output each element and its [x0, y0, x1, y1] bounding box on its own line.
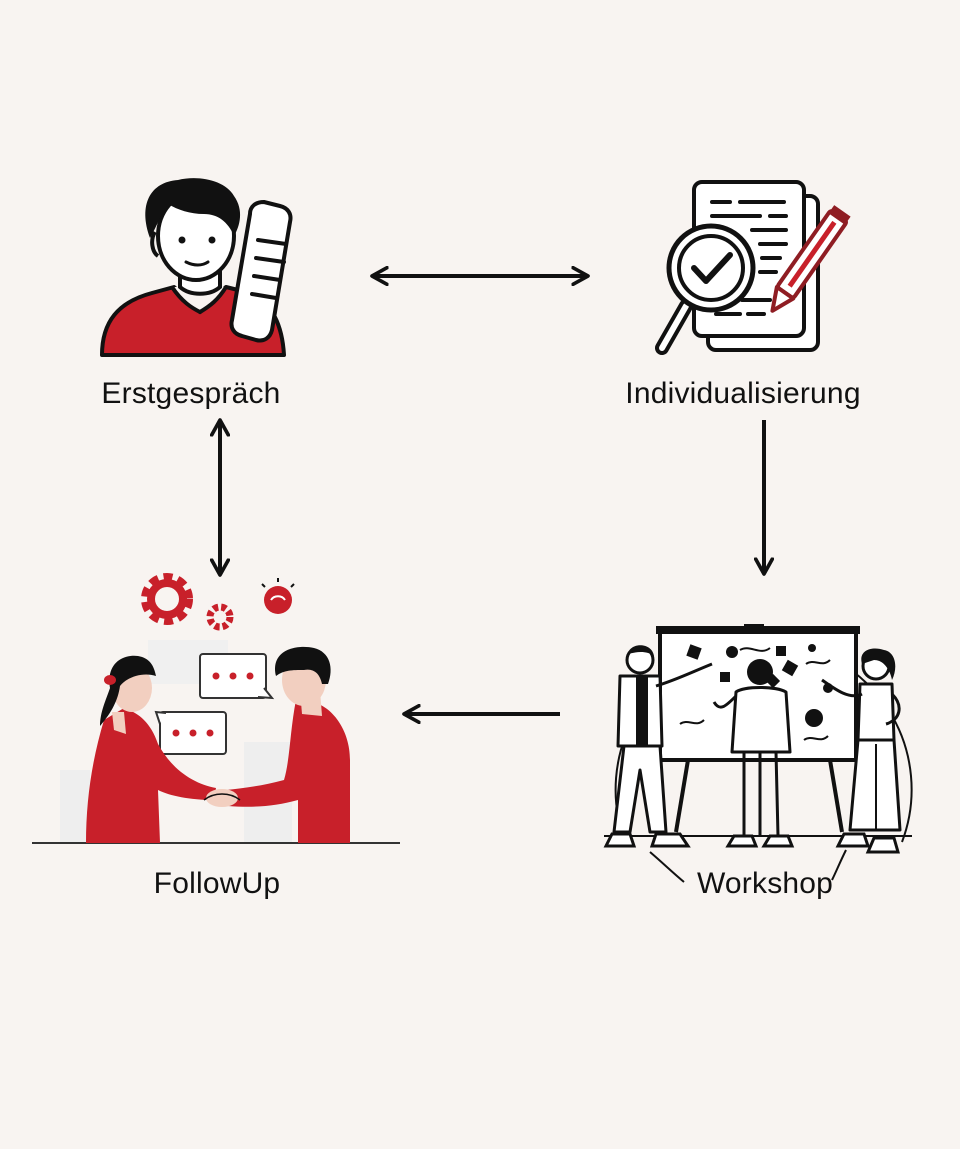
step-label-erstgespraech: Erstgespräch: [101, 377, 281, 410]
step-label-individualisierung: Individualisierung: [625, 377, 861, 410]
document-magnifier-pencil-icon: [655, 180, 851, 355]
person-with-phone-icon: [100, 178, 293, 357]
step-label-workshop: Workshop: [696, 867, 834, 900]
workshop-whiteboard-people-icon: [603, 624, 913, 883]
step-label-followup: FollowUp: [153, 867, 281, 900]
handshake-people-icon: [32, 573, 400, 844]
speech-bubble-icon: [199, 653, 275, 700]
idea-icon: [261, 578, 295, 614]
small-gear-icon: [206, 603, 234, 631]
gear-icon: [141, 573, 193, 625]
speech-bubble-icon: [154, 710, 227, 755]
